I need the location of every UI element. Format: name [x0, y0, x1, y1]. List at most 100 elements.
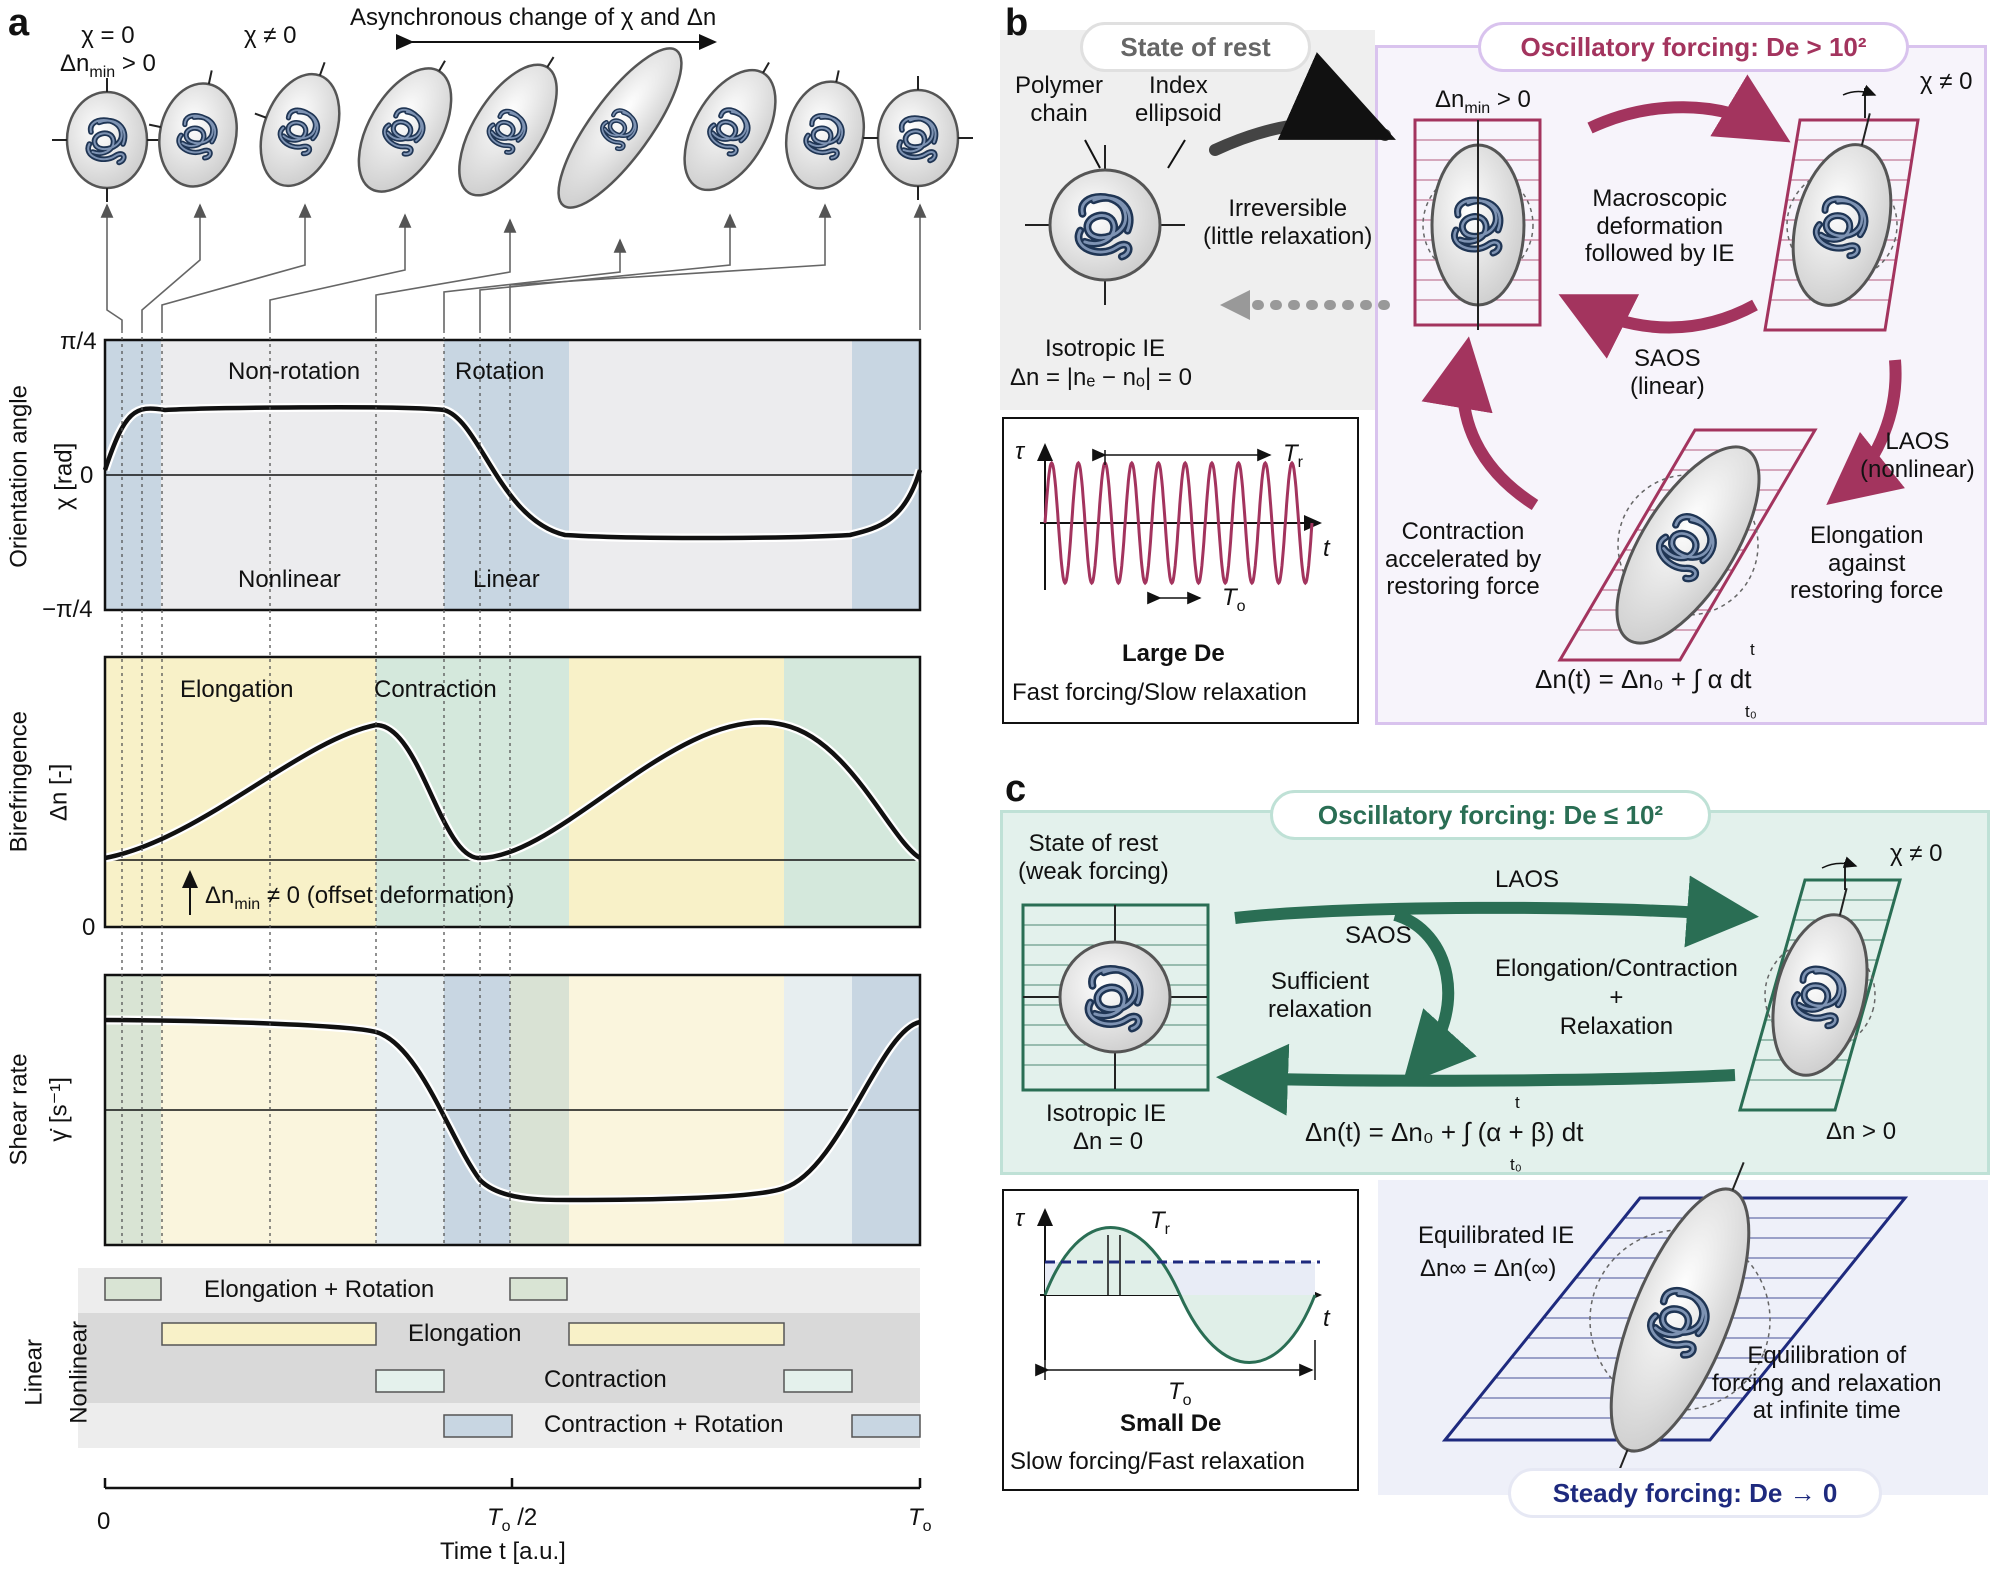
t-end: To	[908, 1504, 932, 1536]
state-of-rest-pill: State of rest	[1080, 22, 1311, 72]
legend-nonlinear: Nonlinear	[65, 1321, 93, 1424]
isotropic-label-c: Isotropic IE	[1046, 1100, 1167, 1127]
orientation-ylabel2: χ [rad]	[50, 442, 78, 511]
t-half-sub: o	[501, 1517, 511, 1535]
steady-title-c: Steady forcing: De → 0	[1508, 1468, 1882, 1518]
y-zero-label: 0	[80, 462, 94, 489]
dn-pos-c: Δn > 0	[1826, 1118, 1897, 1145]
eq-b-lower: t₀	[1745, 702, 1757, 721]
small-de-label: Small De	[1120, 1410, 1222, 1437]
t-end-T: T	[908, 1504, 923, 1531]
chi-neq-top: χ ≠ 0	[244, 22, 297, 49]
panel-b-graphics	[1002, 52, 1920, 724]
large-de-desc: Fast forcing/Slow relaxation	[1012, 679, 1307, 706]
t-axis-b: t	[1323, 535, 1330, 562]
eq-c: Δn(t) = Δn₀ + ∫ (α + β) dt	[1305, 1117, 1584, 1147]
tr-c-sub: r	[1164, 1220, 1170, 1238]
isotropic-label-b: Isotropic IE	[1045, 335, 1166, 362]
async-label: Asynchronous change of χ and Δn	[350, 4, 717, 31]
biref-zero: 0	[82, 914, 96, 941]
t-zero: 0	[97, 1508, 111, 1535]
irreversible-label: Irreversible (little relaxation)	[1203, 195, 1373, 250]
dn-inf-label: Δn∞ = Δn(∞)	[1420, 1255, 1557, 1282]
elong-contr-label: Elongation/Contraction + Relaxation	[1495, 955, 1738, 1040]
eq-c-lower: t₀	[1510, 1155, 1522, 1174]
shear-ylabel2: γ̇ [s⁻¹]	[45, 1077, 73, 1142]
state-chi-label: χ = 0	[81, 22, 135, 49]
shear-ylabel: Shear rate	[5, 1053, 33, 1166]
equilibrated-label: Equilibrated IE	[1418, 1222, 1575, 1249]
t-end-sub: o	[922, 1517, 932, 1535]
ellipsoid-sequence	[52, 47, 973, 209]
chi-neq-c: χ ≠ 0	[1890, 840, 1943, 867]
offset-note-dn: Δn	[205, 882, 235, 909]
linear-label: Linear	[473, 566, 540, 593]
orientation-plot	[100, 338, 925, 612]
legend-contr: Contraction	[544, 1366, 667, 1393]
legend-linear: Linear	[20, 1339, 48, 1406]
biref-ylabel: Birefringence	[5, 710, 33, 853]
macro-label: Macroscopic deformation followed by IE	[1585, 185, 1735, 268]
y-bottom-label: −π/4	[42, 596, 93, 623]
sufficient-label: Sufficient relaxation	[1268, 968, 1373, 1023]
to-c-sub: o	[1182, 1391, 1192, 1409]
to-b: To	[1222, 584, 1246, 616]
legend-bands	[78, 1268, 921, 1448]
state-dn-sub: min	[89, 63, 116, 81]
t-half-rest: /2	[510, 1504, 538, 1531]
dn-min-b-dn: Δn	[1435, 86, 1465, 113]
eq-b-upper: t	[1750, 640, 1755, 659]
time-axis	[103, 1478, 922, 1490]
laos-label-b: LAOS (nonlinear)	[1860, 428, 1975, 483]
legend-elong-rot: Elongation + Rotation	[204, 1276, 435, 1303]
dn-min-b-rest: > 0	[1490, 86, 1531, 113]
t-half-T: T	[487, 1504, 502, 1531]
non-rotation-label: Non-rotation	[228, 358, 361, 385]
tau-b: τ	[1015, 438, 1024, 465]
tau-c: τ	[1015, 1205, 1024, 1232]
panel-letter-b: b	[1005, 2, 1029, 44]
to-b-T: T	[1222, 584, 1237, 611]
connector-lines	[100, 203, 927, 330]
dn-eq-b: Δn = |nₑ − nₒ| = 0	[1010, 364, 1192, 391]
osc-title-c: Oscillatory forcing: De ≤ 10²	[1270, 790, 1711, 840]
eq-c-upper: t	[1515, 1093, 1520, 1112]
to-c: To	[1168, 1378, 1192, 1410]
dn-min-b-sub: min	[1464, 99, 1491, 117]
state-dn-rest: > 0	[115, 49, 156, 77]
tr-b-T: T	[1283, 440, 1298, 467]
time-xlabel: Time t [a.u.]	[440, 1538, 566, 1565]
equilibration-label: Equilibration of forcing and relaxation …	[1712, 1342, 1942, 1425]
to-c-T: T	[1168, 1378, 1183, 1405]
panel-c-graphics	[1002, 856, 1909, 1491]
dn-zero-c: Δn = 0	[1073, 1128, 1144, 1155]
legend-contr-rot: Contraction + Rotation	[544, 1411, 784, 1438]
small-de-desc: Slow forcing/Fast relaxation	[1010, 1448, 1305, 1475]
time-markers	[121, 330, 511, 1245]
large-de-label: Large De	[1122, 640, 1225, 667]
panel-letter-a: a	[8, 2, 30, 44]
dn-min-b: Δnmin > 0	[1435, 86, 1531, 118]
shear-rate-plot	[103, 973, 922, 1247]
tr-b-sub: r	[1297, 453, 1303, 471]
state-dn-label: Δn	[60, 49, 90, 77]
contraction-label-b: Contraction accelerated by restoring for…	[1385, 518, 1542, 601]
osc-title-b: Oscillatory forcing: De > 10²	[1478, 22, 1909, 72]
elongation-label: Elongation	[180, 676, 294, 703]
orientation-ylabel: Orientation angle	[6, 376, 35, 576]
t-half: To /2	[487, 1504, 537, 1536]
tr-c: Tr	[1150, 1207, 1170, 1239]
offset-note-sub: min	[234, 895, 261, 913]
orientation-ylabel-line1: Orientation angle	[5, 385, 33, 568]
t-axis-c: t	[1323, 1305, 1330, 1332]
tr-b: Tr	[1283, 440, 1303, 472]
tr-c-T: T	[1150, 1207, 1165, 1234]
chi-neq-b: χ ≠ 0	[1920, 68, 1973, 95]
panel-letter-c: c	[1005, 768, 1027, 810]
state-of-rest-c: State of rest (weak forcing)	[1018, 830, 1169, 885]
rotation-label: Rotation	[455, 358, 545, 385]
to-b-sub: o	[1236, 597, 1246, 615]
polymer-chain-label: Polymer chain	[1015, 72, 1104, 127]
index-ellipsoid-label: Index ellipsoid	[1135, 72, 1222, 127]
